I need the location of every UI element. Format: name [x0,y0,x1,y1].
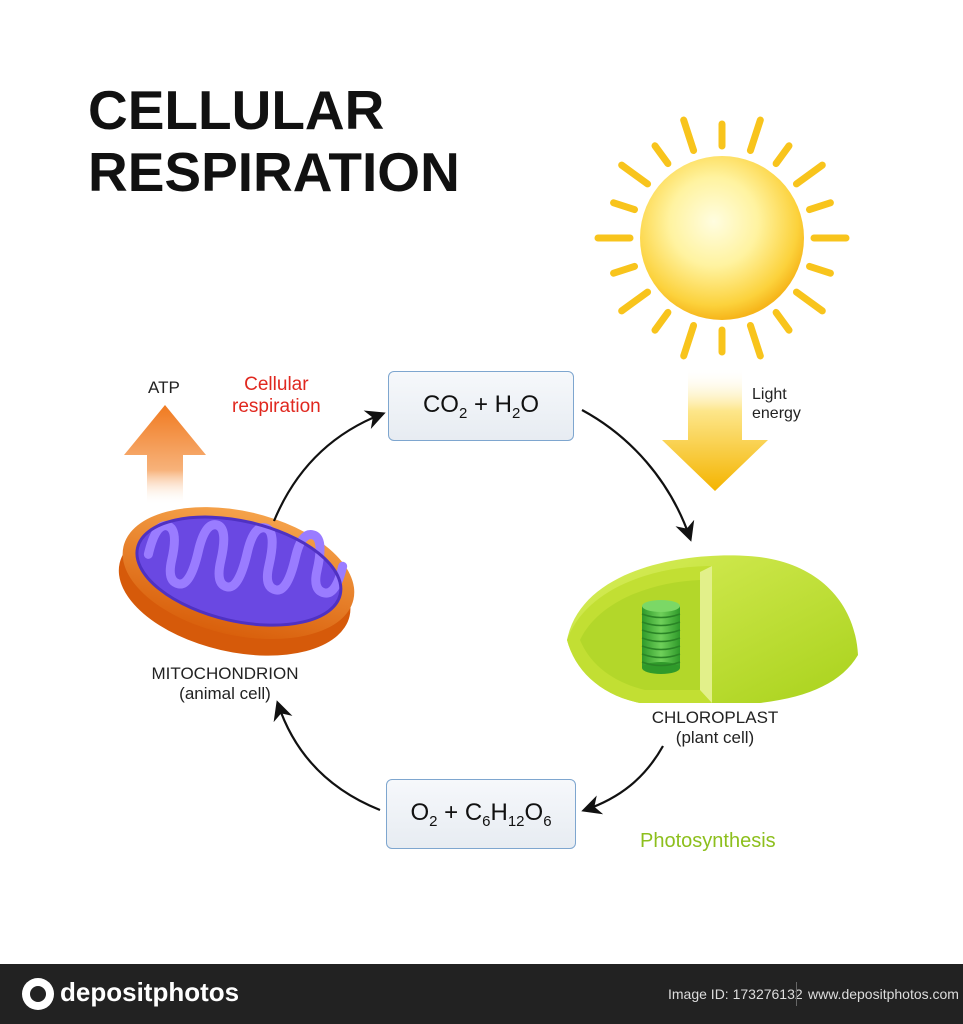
formula-subscript: 2 [512,404,521,422]
formula-part: + C [437,798,483,826]
formula-text-top: CO2 + H2O [423,391,539,422]
sun-ray [792,288,826,315]
sun-ray [610,199,639,214]
chloroplast-line-1: CHLOROPLAST [651,708,779,727]
sun-ray [610,262,639,277]
formula-part: + H [467,390,512,418]
photosynthesis-label: Photosynthesis [640,830,776,852]
footer-image-id: Image ID: 173276132 [668,986,803,1002]
mitochondrion-icon [118,507,355,656]
formula-subscript: 6 [543,812,552,830]
cellular-respiration-diagram: CELLULAR RESPIRATION [88,79,858,852]
mitochondrion-label: MITOCHONDRION (animal cell) [148,664,302,704]
sun-ray [680,116,698,155]
depositphotos-logo-icon [22,978,54,1010]
atp-arrow [124,405,206,505]
formula-subscript: 6 [482,812,491,830]
title-line-2: RESPIRATION [88,141,460,203]
diagram-graphics [118,116,858,815]
sun-ray [805,262,834,277]
sun-ray [618,288,652,315]
sun-ray [746,321,764,360]
formula-box-o2-glucose: O2 + C6H12O6 [386,779,576,849]
formula-subscript: 12 [507,812,525,830]
footer-logo-text: depositphotos [60,977,240,1007]
mitochondrion-line-1: MITOCHONDRION [151,664,299,683]
sun-ray [651,142,672,168]
footer-separator [796,982,797,1006]
sun-ray [618,161,652,188]
formula-part: O [524,798,544,826]
cellular-respiration-line-1: Cellular [244,374,309,395]
formula-part: O [520,390,540,418]
cellular-respiration-line-2: respiration [232,396,321,418]
sun-ray [746,116,764,155]
light-energy-arrow [662,368,768,491]
formula-text-bottom: O2 + C6H12O6 [410,799,551,830]
light-energy-line-2: energy [752,404,801,422]
formula-subscript: 2 [429,812,438,830]
chloroplast-icon [567,555,858,703]
formula-part: CO [422,390,459,418]
atp-label: ATP [148,378,180,397]
sun-ray [792,161,826,188]
formula-part: O [410,798,430,826]
cellular-respiration-label: Cellular respiration [232,374,321,419]
cycle-arrows [272,409,695,815]
footer-site-link[interactable]: www.depositphotos.com [808,986,959,1002]
footer-bar: depositphotos Image ID: 173276132 www.de… [0,964,963,1024]
chloroplast-line-2: (plant cell) [675,728,755,748]
sun-ray [772,142,793,168]
arrow-mito-to-top [272,410,386,522]
sun-ray [772,308,793,334]
chloroplast-label: CHLOROPLAST (plant cell) [640,708,790,748]
mitochondrion-line-2: (animal cell) [179,684,271,704]
sun-ray [651,308,672,334]
arrow-chloro-to-bottom [581,745,664,815]
arrow-bottom-to-mito [273,700,381,812]
sun-ray [680,321,698,360]
formula-part: H [490,798,508,826]
light-energy-line-1: Light [752,386,787,403]
formula-box-co2-h2o: CO2 + H2O [388,371,574,441]
sun-icon [594,116,850,360]
light-energy-label: Light energy [752,386,801,424]
arrow-top-to-chloro [581,409,695,542]
formula-subscript: 2 [458,404,468,422]
title-line-1: CELLULAR [88,79,385,141]
sun-ray [805,199,834,214]
